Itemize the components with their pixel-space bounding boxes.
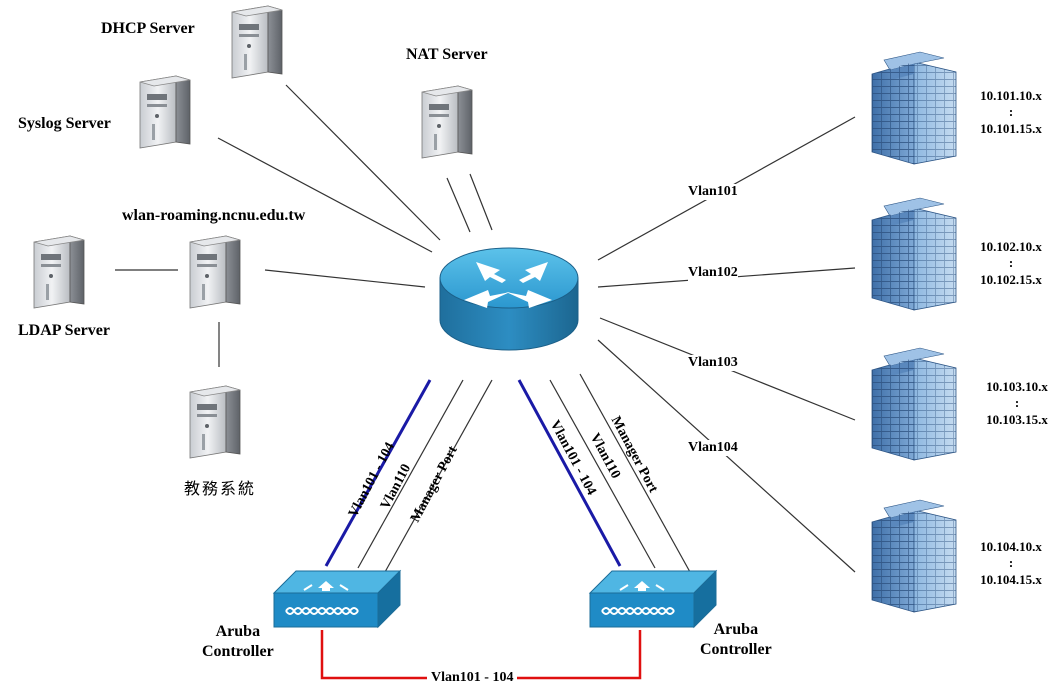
ip-range-end: 10.103.15.x — [986, 412, 1048, 427]
ip-range-start: 10.103.10.x — [986, 379, 1048, 394]
ip-range-start: 10.101.10.x — [980, 88, 1042, 103]
link-dhcp — [285, 84, 441, 241]
link-nat-2 — [469, 173, 493, 231]
ip-range-start: 10.102.10.x — [980, 239, 1042, 254]
vlan103-label: Vlan103 — [688, 355, 738, 371]
ldap-server-icon — [33, 235, 85, 309]
ip-range-separator: : — [1014, 395, 1020, 410]
ldap-server-label: LDAP Server — [18, 322, 110, 339]
building-vlan104-icon — [871, 499, 957, 613]
vlan102-label: Vlan102 — [688, 265, 738, 281]
nat-server-icon — [421, 85, 473, 159]
ip-range-end: 10.101.15.x — [980, 121, 1042, 136]
core-router-icon — [439, 247, 579, 351]
ip-range-separator: : — [1008, 104, 1014, 119]
right-controller-label: Aruba Controller — [700, 620, 772, 660]
ip-range-end: 10.102.15.x — [980, 272, 1042, 287]
academic-system-label: 教務系統 — [184, 479, 257, 498]
link-right-trunk — [517, 379, 622, 567]
dhcp-server-label: DHCP Server — [101, 20, 195, 37]
building-vlan101-icon — [871, 51, 957, 165]
right-controller-label-line2: Controller — [700, 641, 772, 658]
link-left-manager — [384, 379, 493, 573]
link-left-trunk — [324, 379, 432, 567]
building-vlan104-ip-range: 10.104.10.x : 10.104.15.x — [966, 536, 1056, 590]
ip-range-start: 10.104.10.x — [980, 539, 1042, 554]
left-controller-label-line2: Controller — [202, 643, 274, 660]
nat-server-label: NAT Server — [406, 46, 488, 63]
vlan104-label: Vlan104 — [688, 440, 738, 456]
syslog-server-icon — [139, 75, 191, 149]
wlan-server-label: wlan-roaming.ncnu.edu.tw — [122, 207, 306, 224]
dhcp-server-icon — [231, 5, 283, 79]
building-vlan102-icon — [871, 197, 957, 311]
building-vlan102-ip-range: 10.102.10.x : 10.102.15.x — [966, 236, 1056, 290]
building-vlan101-ip-range: 10.101.10.x : 10.101.15.x — [966, 85, 1056, 139]
left-controller-label: Aruba Controller — [202, 622, 274, 662]
right-controller-label-line1: Aruba — [713, 621, 759, 638]
link-right-vlan110 — [549, 379, 656, 569]
left-aruba-controller-icon — [273, 570, 401, 628]
ip-range-end: 10.104.15.x — [980, 572, 1042, 587]
academic-server-icon — [189, 385, 241, 459]
link-nat-1 — [446, 177, 471, 233]
link-vlan104 — [597, 339, 856, 573]
connection-lines — [115, 84, 856, 573]
controller-bridge-vlan-label: Vlan101 - 104 — [427, 670, 518, 686]
wlan-server-icon — [189, 235, 241, 309]
syslog-server-label: Syslog Server — [18, 115, 111, 132]
link-right-manager — [579, 373, 691, 573]
right-aruba-controller-icon — [589, 570, 717, 628]
link-wlan — [264, 269, 426, 288]
link-left-vlan110 — [357, 379, 464, 569]
left-controller-label-line1: Aruba — [215, 623, 261, 640]
ip-range-separator: : — [1008, 255, 1014, 270]
vlan101-label: Vlan101 — [688, 184, 738, 200]
building-vlan103-ip-range: 10.103.10.x : 10.103.15.x — [972, 376, 1061, 430]
link-syslog — [217, 137, 433, 253]
building-vlan103-icon — [871, 347, 957, 461]
ip-range-separator: : — [1008, 555, 1014, 570]
